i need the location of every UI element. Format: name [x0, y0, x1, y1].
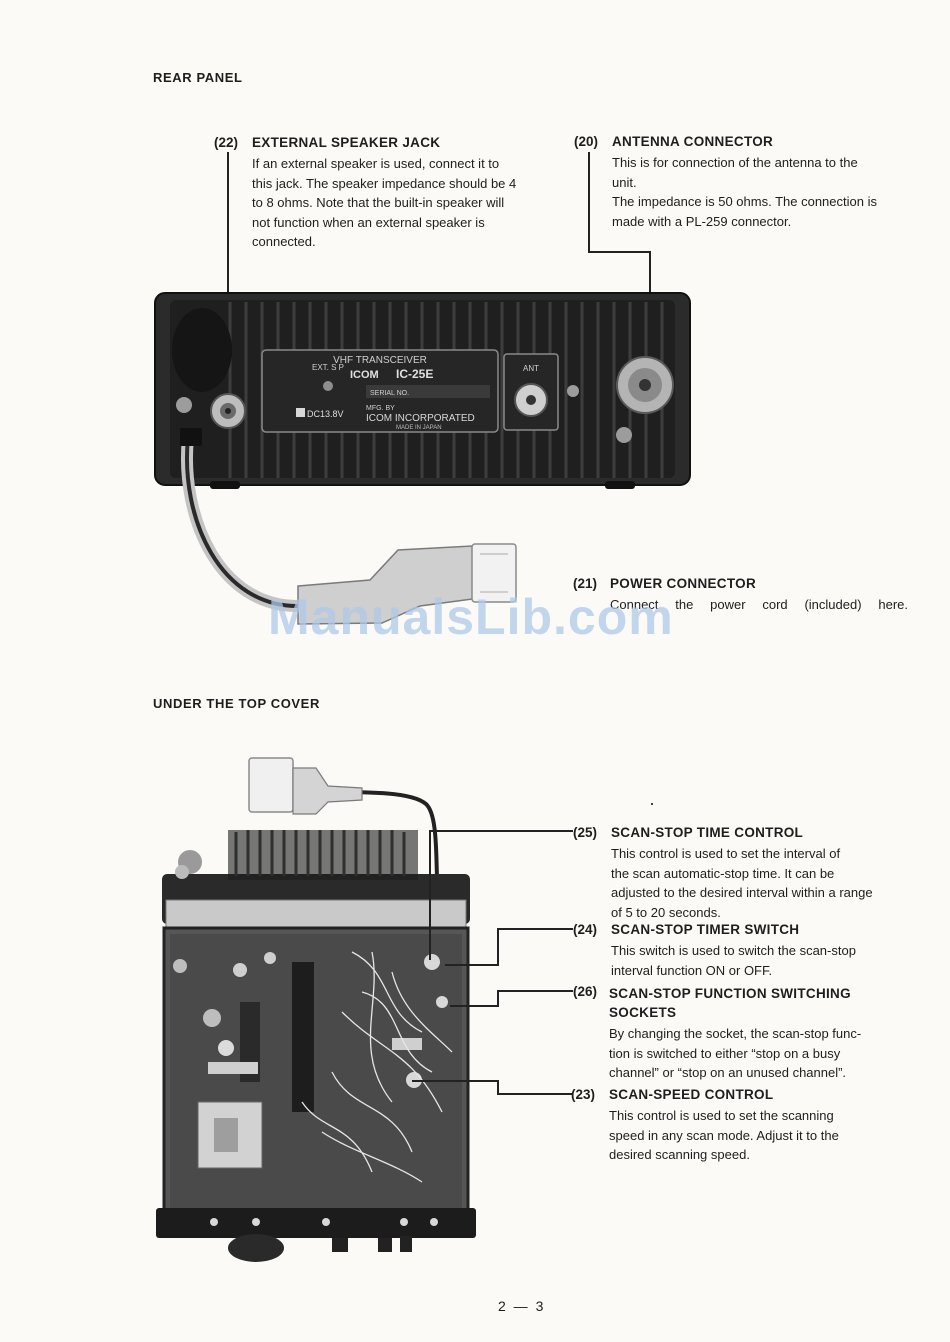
dc-label: DC13.8V: [307, 409, 344, 419]
text-line: If an external speaker is used, connect …: [252, 156, 500, 171]
leader-line-23: [412, 1080, 499, 1082]
text-line: unit.: [612, 174, 637, 190]
callout-25-title: SCAN-STOP TIME CONTROL: [611, 825, 804, 840]
leader-line-24: [497, 928, 573, 930]
callout-21-text: Connect the power cord (included) here.: [610, 595, 908, 615]
maker-label: ICOM INCORPORATED: [366, 413, 475, 424]
text-line: This switch is used to switch the scan-s…: [611, 943, 856, 958]
text-line: speed in any scan mode. Adjust it to the: [609, 1127, 839, 1143]
text-line: of 5 to 20 seconds.: [611, 904, 721, 920]
text-line: the scan automatic-stop time. It can be: [611, 865, 835, 881]
callout-24-number: (24): [573, 922, 598, 937]
callout-24-text: This switch is used to switch the scan-s…: [611, 941, 908, 980]
callout-22-number: (22): [214, 135, 239, 150]
callout-20-title: ANTENNA CONNECTOR: [612, 134, 774, 149]
text-line: desired scanning speed.: [609, 1147, 750, 1163]
callout-26-text: By changing the socket, the scan-stop fu…: [609, 1024, 906, 1083]
callout-20-text: This is for connection of the antenna to…: [612, 153, 909, 231]
leader-line-24: [445, 964, 499, 966]
rear-panel-photo: VHF TRANSCEIVER ICOM IC-25E SERIAL NO. M…: [154, 292, 691, 625]
text-line: tion is switched to either “stop on a bu…: [609, 1045, 841, 1061]
leader-line-26: [497, 990, 499, 1006]
text-line: this jack. The speaker impedance should …: [252, 175, 517, 191]
callout-22-title: EXTERNAL SPEAKER JACK: [252, 135, 441, 150]
leader-line-22: [227, 152, 229, 408]
callout-25-text: This control is used to set the interval…: [611, 844, 908, 922]
text-line: connected.: [252, 234, 316, 250]
ant-label: ANT: [523, 364, 539, 373]
text-line: This control is used to set the scanning: [609, 1108, 834, 1123]
text-line: This control is used to set the interval…: [611, 846, 841, 861]
callout-23-text: This control is used to set the scanning…: [609, 1106, 906, 1165]
leader-line-26: [497, 990, 573, 992]
leader-line-23: [497, 1093, 573, 1095]
ext-sp-label: EXT. S P: [312, 363, 344, 372]
text-line: Connect the power cord (included) here.: [610, 597, 908, 612]
page-number: 2 — 3: [498, 1298, 546, 1314]
brand-label: ICOM: [350, 369, 379, 381]
text-line: not function when an external speaker is: [252, 214, 485, 230]
text-line: By changing the socket, the scan-stop fu…: [609, 1026, 862, 1041]
callout-25-number: (25): [573, 825, 598, 840]
model-label: IC-25E: [396, 367, 433, 381]
text-line: interval function ON or OFF.: [611, 962, 773, 978]
stray-mark: [651, 803, 653, 805]
watermark: ManualsLib.com: [268, 589, 674, 645]
leader-line-20: [588, 251, 650, 253]
text-line: made with a PL-259 connector.: [612, 213, 792, 229]
leader-line-20: [588, 152, 590, 252]
under-top-cover-photo: [156, 757, 476, 1262]
callout-21-title: POWER CONNECTOR: [610, 576, 757, 591]
serial-label: SERIAL NO.: [370, 390, 409, 397]
leader-line-23: [497, 1080, 499, 1094]
plate-title-label: VHF TRANSCEIVER: [333, 355, 427, 366]
callout-24-title: SCAN-STOP TIMER SWITCH: [611, 922, 800, 937]
callout-23-number: (23): [571, 1087, 596, 1102]
text-line: This is for connection of the antenna to…: [612, 155, 858, 170]
mfg-label: MFG. BY: [366, 405, 395, 412]
text-line: adjusted to the desired interval within …: [611, 885, 873, 901]
callout-22-text: If an external speaker is used, connect …: [252, 154, 548, 252]
text-line: to 8 ohms. Note that the built-in speake…: [252, 195, 505, 211]
callout-21-number: (21): [573, 576, 598, 591]
callout-26-number: (26): [573, 984, 598, 999]
leader-line-26: [450, 1005, 499, 1007]
under-top-cover-heading: UNDER THE TOP COVER: [153, 696, 320, 711]
leader-line-24: [497, 928, 499, 965]
callout-23-title: SCAN-SPEED CONTROL: [609, 1087, 774, 1102]
text-line: The impedance is 50 ohms. The connection…: [612, 194, 877, 210]
leader-line-25: [429, 830, 431, 960]
rear-panel-heading: REAR PANEL: [153, 70, 243, 85]
leader-line-25: [429, 830, 573, 832]
text-line: channel” or “stop on an unused channel”.: [609, 1065, 847, 1081]
callout-26-title-line-2: SOCKETS: [609, 1005, 677, 1020]
callout-20-number: (20): [574, 134, 599, 149]
callout-26-title: SCAN-STOP FUNCTION SWITCHING: [609, 986, 851, 1001]
made-in-label: MADE IN JAPAN: [396, 425, 442, 431]
